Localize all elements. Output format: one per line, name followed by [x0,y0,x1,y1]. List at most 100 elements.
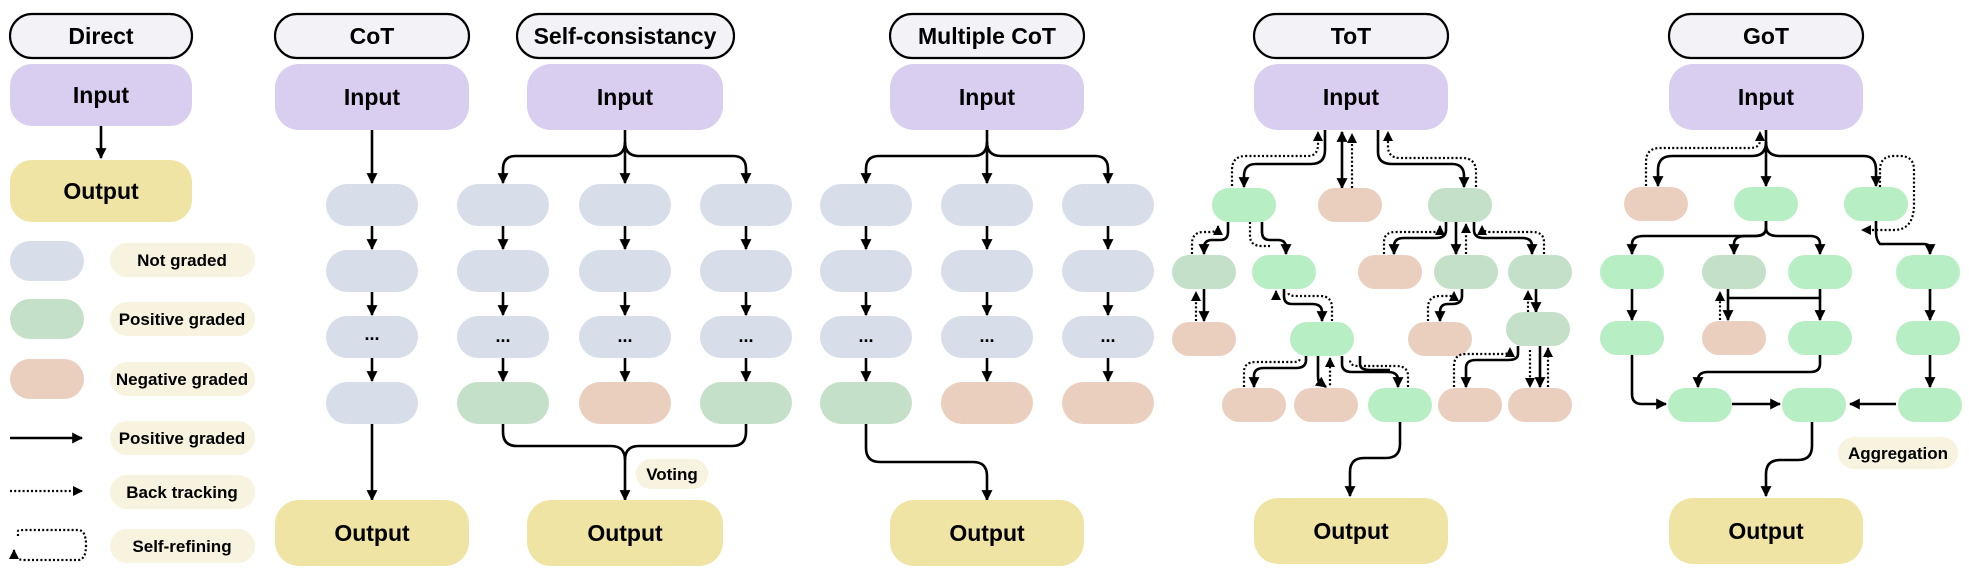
tot-node-negative [1294,388,1358,422]
got-node-positive [1600,255,1664,289]
legend: Not graded Positive graded Negative grad… [8,241,255,563]
got-column: GoT Input [1600,12,1962,564]
cot-ellipsis: ... [364,324,379,344]
legend-tag [110,529,255,563]
mcot-step-node [941,250,1033,292]
sc-step-node [700,250,792,292]
tot-node-negative [1438,388,1502,422]
got-node-positive [1600,321,1664,355]
tot-node-negative [1318,188,1382,222]
got-input-label: Input [1738,84,1795,110]
cot-output-label: Output [334,520,410,546]
tot-header [1252,12,1450,60]
tot-title: ToT [1331,23,1371,49]
mcot-input-node [890,64,1084,130]
tot-node-positive [1506,312,1570,346]
sc-step-node [579,250,671,292]
got-output-label: Output [1728,518,1804,544]
tot-node-negative [1508,388,1572,422]
tot-node-negative [1408,322,1472,356]
got-node-positive [1734,187,1798,221]
sc-final-node-positive [457,382,549,424]
cot-step-node [326,382,418,424]
sc-step-node [579,184,671,226]
tot-input-node [1254,64,1448,130]
got-node-positive [1668,388,1732,422]
sc-step-node [457,250,549,292]
cot-input-label: Input [344,84,401,110]
tot-node-positive [1172,255,1236,289]
legend-label-self-refining: Self-refining [132,537,231,556]
sc-ellipsis: ... [617,326,632,346]
sc-step-node [700,316,792,358]
cot-step-node [326,250,418,292]
tot-node-positive [1428,188,1492,222]
sc-column: Self-consistancy Input ... ... ... [457,12,792,566]
direct-title: Direct [68,23,134,49]
got-node-negative [1702,321,1766,355]
tot-node-negative [1172,322,1236,356]
sc-ellipsis: ... [738,326,753,346]
legend-swatch-positive [10,299,84,339]
got-aggregation-node [1782,388,1846,422]
cot-input-node [275,64,469,130]
mcot-ellipsis: ... [858,326,873,346]
tot-node-positive [1290,322,1354,356]
got-node-positive [1898,388,1962,422]
sc-input-node [527,64,723,130]
cot-title: CoT [350,23,395,49]
direct-output-node [10,160,192,222]
sc-final-node-negative [579,382,671,424]
cot-step-node [326,316,418,358]
legend-tag [110,475,255,509]
got-node-positive [1788,255,1852,289]
mcot-step-node [1062,184,1154,226]
legend-tag [110,302,255,336]
legend-label-arrow: Positive graded [119,429,246,448]
got-node-positive [1896,321,1960,355]
direct-header [8,12,194,60]
legend-tag [110,243,255,277]
cot-step-node [326,184,418,226]
legend-tag [110,362,255,396]
mcot-ellipsis: ... [979,326,994,346]
mcot-final-node-negative [941,382,1033,424]
mcot-step-node [820,316,912,358]
got-output-node [1669,498,1863,564]
tot-node-positive [1368,388,1432,422]
sc-output-label: Output [587,520,663,546]
direct-input-label: Input [73,82,130,108]
mcot-column: Multiple CoT Input ... ... ... [820,12,1154,566]
mcot-output-label: Output [949,520,1025,546]
tot-output-node [1254,498,1448,564]
sc-voting-tag [636,459,708,489]
tot-node-positive [1434,255,1498,289]
legend-label-negative: Negative graded [116,370,248,389]
mcot-final-node-negative [1062,382,1154,424]
mcot-step-node [1062,250,1154,292]
sc-step-node [579,316,671,358]
direct-column: Direct Input Output [8,12,194,222]
got-aggregation-tag [1838,437,1958,469]
tot-output-label: Output [1313,518,1389,544]
legend-swatch-not-graded [10,241,84,281]
mcot-title: Multiple CoT [918,23,1056,49]
tot-node-positive [1508,255,1572,289]
got-node-negative [1624,187,1688,221]
sc-voting-label: Voting [646,465,698,484]
mcot-step-node [820,184,912,226]
sc-title: Self-consistancy [534,23,717,49]
tot-input-label: Input [1323,84,1380,110]
tot-node-negative [1358,255,1422,289]
got-node-positive [1788,321,1852,355]
sc-header [515,12,736,60]
legend-self-refining-arrow [8,528,88,562]
sc-input-label: Input [597,84,654,110]
direct-output-label: Output [63,178,139,204]
got-input-node [1669,64,1863,130]
sc-step-node [457,316,549,358]
got-aggregation-label: Aggregation [1848,444,1948,463]
got-node-positive [1896,255,1960,289]
legend-tag [110,421,255,455]
